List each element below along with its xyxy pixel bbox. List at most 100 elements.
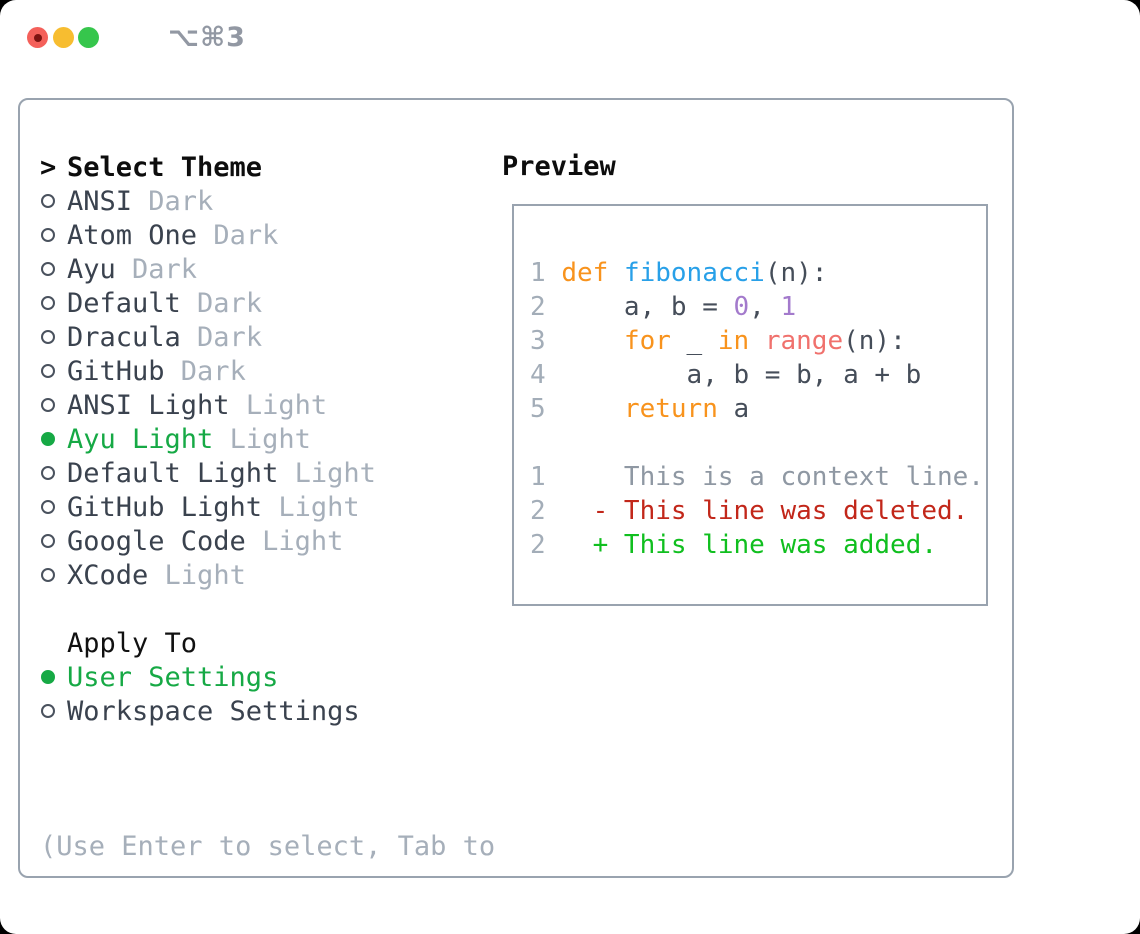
theme-option-ansi[interactable]: ANSI Dark	[40, 184, 500, 218]
preview-code-line: 4 a, b = b, a + b	[530, 358, 986, 392]
radio-unselected-icon	[40, 330, 67, 344]
theme-variant-tag: Light	[262, 525, 344, 557]
code-token-call: range	[764, 326, 844, 356]
unsaved-changes-dot	[33, 33, 42, 42]
preview-code-line: 1 def fibonacci(n):	[530, 256, 986, 290]
theme-variant-tag: Dark	[213, 219, 279, 251]
apply-option-workspace-settings[interactable]: Workspace Settings	[40, 694, 500, 728]
theme-variant-tag: Dark	[197, 321, 263, 353]
theme-option-github-light[interactable]: GitHub Light Light	[40, 490, 500, 524]
code-token-g: 3	[530, 326, 562, 356]
radio-circle	[41, 194, 55, 208]
code-token-pl: _	[670, 326, 718, 356]
code-token-kw: for	[623, 326, 671, 356]
close-button[interactable]	[27, 27, 48, 48]
code-token-g: 2	[530, 292, 562, 322]
theme-option-label: Dracula	[67, 321, 198, 353]
theme-variant-tag: Dark	[132, 253, 198, 285]
code-token-kw: return	[623, 394, 718, 424]
apply-option-label: Workspace Settings	[67, 695, 360, 727]
preview-code-line: 2 - This line was deleted.	[530, 494, 986, 528]
preview-code-line: 1 This is a context line.	[530, 460, 986, 494]
titlebar: ⌥⌘3	[0, 0, 1140, 98]
theme-list-header-row: > Select Theme	[40, 150, 500, 184]
code-token-g: 1	[530, 462, 562, 492]
apply-to-title: Apply To	[67, 627, 198, 659]
spacer	[40, 592, 500, 626]
theme-option-github[interactable]: GitHub Dark	[40, 354, 500, 388]
code-token-num: 0	[733, 292, 750, 322]
theme-option-label: Atom One	[67, 219, 214, 251]
keyboard-shortcut-label: ⌥⌘3	[168, 22, 246, 53]
theme-option-atom-one[interactable]: Atom One Dark	[40, 218, 500, 252]
theme-option-label: Default Light	[67, 457, 295, 489]
code-token-ctx: This is a context line.	[561, 462, 984, 492]
theme-variant-tag: Light	[278, 491, 360, 523]
theme-option-label: Google Code	[67, 525, 263, 557]
radio-circle	[41, 670, 55, 684]
spacer	[40, 728, 500, 762]
radio-circle	[41, 398, 55, 412]
theme-variant-tag: Dark	[148, 185, 214, 217]
apply-to-header-row: Apply To	[40, 626, 500, 660]
theme-option-default-light[interactable]: Default Light Light	[40, 456, 500, 490]
preview-code-line: 5 return a	[530, 392, 986, 426]
radio-unselected-icon	[40, 466, 67, 480]
preview-title: Preview	[502, 151, 616, 182]
zoom-button[interactable]	[78, 27, 99, 48]
code-token-num: 1	[780, 292, 797, 322]
code-token-g: 2	[530, 530, 562, 560]
theme-variant-tag: Light	[294, 457, 376, 489]
code-token-pl: ,	[749, 292, 781, 322]
help-text: (Use Enter to select, Tab to change focu…	[40, 762, 500, 934]
radio-unselected-icon	[40, 398, 67, 412]
theme-option-label: Ayu Light	[67, 423, 230, 455]
radio-unselected-icon	[40, 364, 67, 378]
radio-circle	[41, 262, 55, 276]
apply-option-user-settings[interactable]: User Settings	[40, 660, 500, 694]
theme-option-label: XCode	[67, 559, 165, 591]
radio-unselected-icon	[40, 194, 67, 208]
radio-unselected-icon	[40, 228, 67, 242]
radio-unselected-icon	[40, 568, 67, 582]
radio-unselected-icon	[40, 296, 67, 310]
radio-circle	[41, 500, 55, 514]
theme-option-label: Ayu	[67, 253, 133, 285]
theme-option-xcode[interactable]: XCode Light	[40, 558, 500, 592]
code-token-pl	[561, 394, 624, 424]
radio-circle	[41, 296, 55, 310]
radio-circle	[41, 466, 55, 480]
theme-variant-tag: Light	[245, 389, 328, 421]
radio-circle	[41, 534, 55, 548]
theme-option-label: ANSI Light	[67, 389, 246, 421]
preview-code-line: 2 + This line was added.	[530, 528, 986, 562]
radio-circle	[41, 364, 55, 378]
minimize-button[interactable]	[52, 27, 74, 48]
theme-option-default[interactable]: Default Dark	[40, 286, 500, 320]
theme-option-label: Default	[67, 287, 198, 319]
theme-option-ayu[interactable]: Ayu Dark	[40, 252, 500, 286]
theme-option-dracula[interactable]: Dracula Dark	[40, 320, 500, 354]
theme-option-ayu-light[interactable]: Ayu Light Light	[40, 422, 500, 456]
theme-option-ansi-light[interactable]: ANSI Light Light	[40, 388, 500, 422]
radio-circle	[41, 228, 55, 242]
code-token-kw: in	[717, 326, 750, 356]
code-token-pl	[561, 326, 624, 356]
traffic-lights	[27, 27, 99, 48]
code-token-g: 1	[530, 258, 562, 288]
prompt-caret: >	[40, 151, 57, 183]
theme-option-google-code[interactable]: Google Code Light	[40, 524, 500, 558]
radio-circle	[41, 432, 55, 446]
code-token-add: + This line was added.	[561, 530, 937, 560]
theme-list-title: Select Theme	[67, 151, 263, 183]
code-token-pl: (n):	[843, 326, 906, 356]
code-token-g: 2	[530, 496, 562, 526]
radio-unselected-icon	[40, 704, 67, 718]
preview-code-line: 2 a, b = 0, 1	[530, 290, 986, 324]
radio-circle	[41, 704, 55, 718]
apply-option-label: User Settings	[67, 661, 279, 693]
